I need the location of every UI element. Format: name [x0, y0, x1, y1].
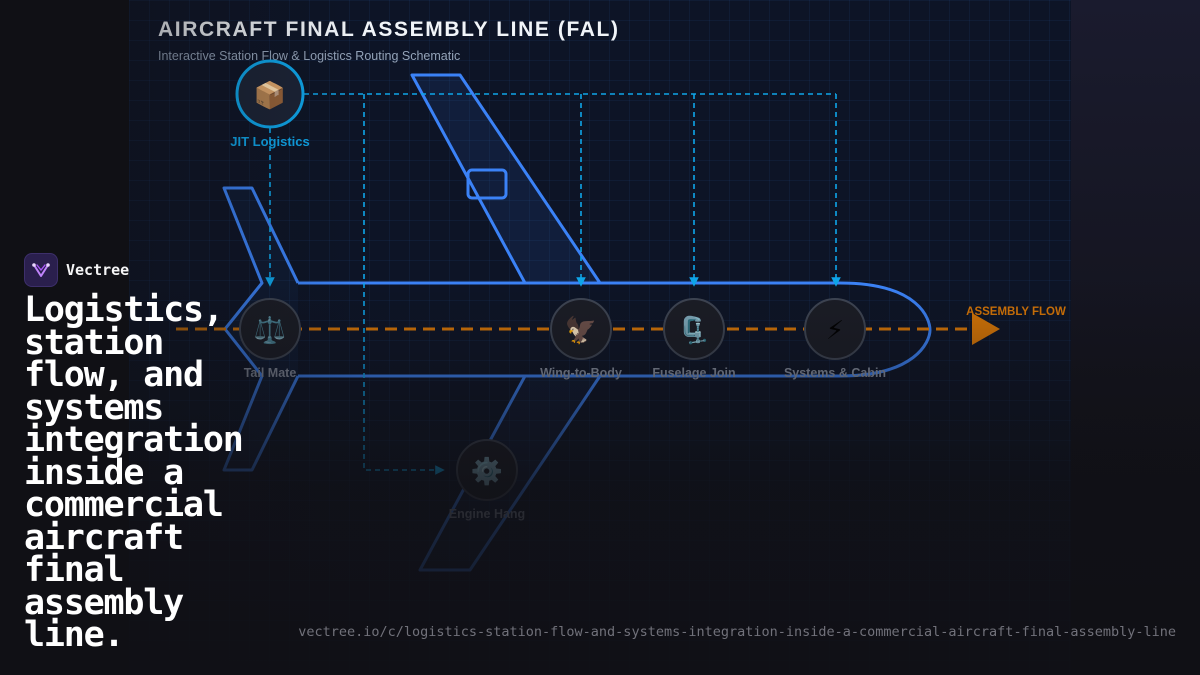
- headline: Logistics, station flow, and systems int…: [24, 290, 244, 655]
- station-label: Fuselage Join: [652, 366, 735, 380]
- station-label: Engine Hang: [449, 507, 525, 521]
- clamp-icon: 🗜️: [678, 315, 710, 346]
- station-systems-cabin[interactable]: ⚡ Systems & Cabin: [784, 298, 886, 380]
- package-icon: 📦: [254, 80, 286, 111]
- source-url[interactable]: vectree.io/c/logistics-station-flow-and-…: [298, 624, 1176, 640]
- eagle-icon: 🦅: [565, 314, 597, 346]
- station-label: Wing-to-Body: [540, 366, 622, 380]
- brand[interactable]: Vectree: [24, 253, 129, 287]
- logistics-hub[interactable]: 📦 JIT Logistics: [230, 59, 310, 149]
- vectree-logo-icon: [24, 253, 58, 287]
- logistics-hub-label: JIT Logistics: [230, 134, 309, 149]
- flow-label: ASSEMBLY FLOW: [966, 306, 1066, 318]
- brand-name: Vectree: [66, 261, 130, 279]
- lightning-icon: ⚡: [826, 316, 844, 346]
- station-label: Systems & Cabin: [784, 366, 886, 380]
- station-wing-to-body[interactable]: 🦅 Wing-to-Body: [540, 298, 622, 380]
- gear-icon: ⚙️: [471, 456, 503, 487]
- assembly-flow: ASSEMBLY FLOW: [176, 306, 1066, 345]
- station-fuselage-join[interactable]: 🗜️ Fuselage Join: [652, 298, 736, 380]
